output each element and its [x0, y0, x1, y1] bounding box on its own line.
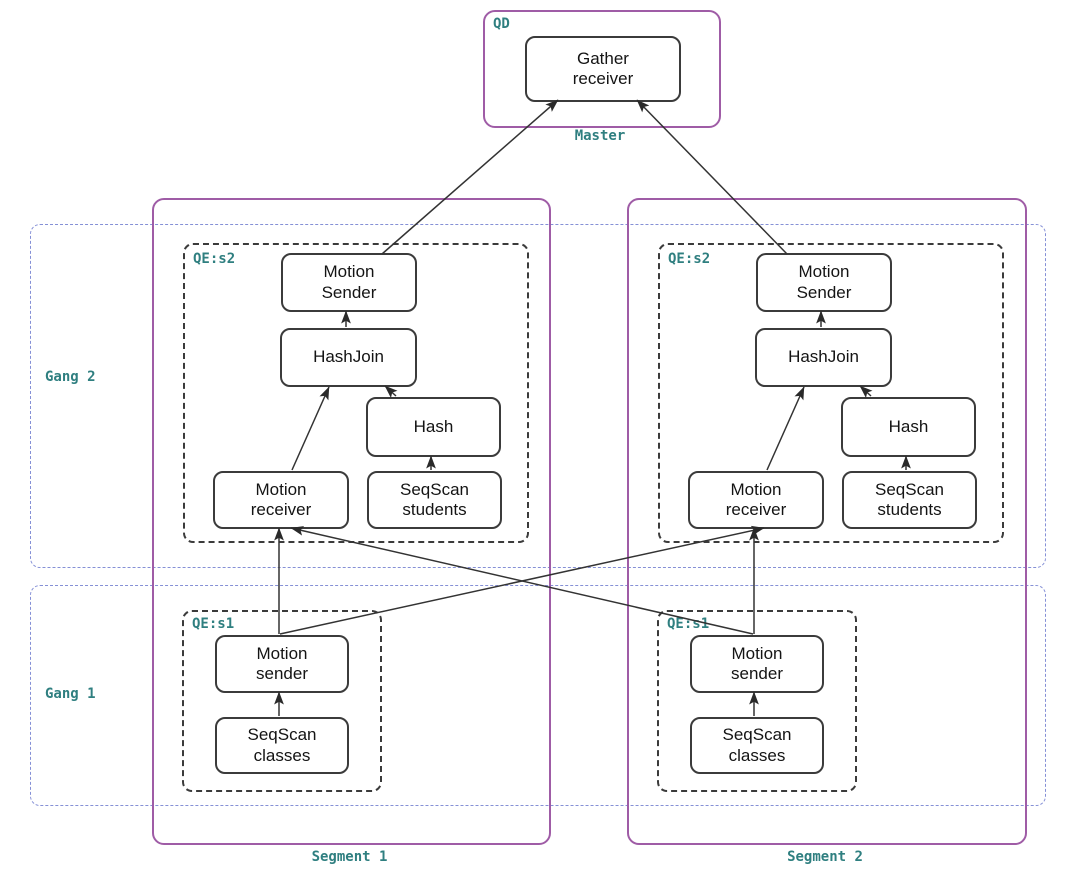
segment2-motion-receiver-node: Motion receiver — [688, 471, 824, 529]
segment1-container — [152, 198, 551, 845]
segment1-caption: Segment 1 — [311, 849, 388, 865]
segment1-motion-sender-s1-node: Motion sender — [215, 635, 349, 693]
gang2-label: Gang 2 — [45, 369, 96, 385]
master-caption: Master — [574, 128, 626, 144]
segment2-seqscan-classes-node: SeqScan classes — [690, 717, 824, 774]
segment2-qe-s1-label: QE:s1 — [667, 616, 710, 632]
segment2-qe-s2-box — [658, 243, 1004, 543]
segment2-motion-sender-s1-node: Motion sender — [690, 635, 824, 693]
gather-receiver-node: Gather receiver — [525, 36, 681, 102]
segment2-qe-s2-label: QE:s2 — [668, 251, 711, 267]
segment2-container — [627, 198, 1027, 845]
segment2-hashjoin-node: HashJoin — [755, 328, 892, 387]
gang1-label: Gang 1 — [45, 686, 96, 702]
segment1-hashjoin-node: HashJoin — [280, 328, 417, 387]
segment2-seqscan-students-node: SeqScan students — [842, 471, 977, 529]
qd-container — [483, 10, 721, 128]
segment1-seqscan-classes-node: SeqScan classes — [215, 717, 349, 774]
segment2-caption: Segment 2 — [787, 849, 863, 865]
segment1-seqscan-students-node: SeqScan students — [367, 471, 502, 529]
segment2-hash-node: Hash — [841, 397, 976, 457]
segment2-motion-sender-s2-node: Motion Sender — [756, 253, 892, 312]
segment1-qe-s1-label: QE:s1 — [192, 616, 235, 632]
segment1-hash-node: Hash — [366, 397, 501, 457]
segment1-motion-receiver-node: Motion receiver — [213, 471, 349, 529]
qd-label: QD — [493, 16, 510, 32]
segment1-motion-sender-s2-node: Motion Sender — [281, 253, 417, 312]
segment1-qe-s2-label: QE:s2 — [193, 251, 236, 267]
